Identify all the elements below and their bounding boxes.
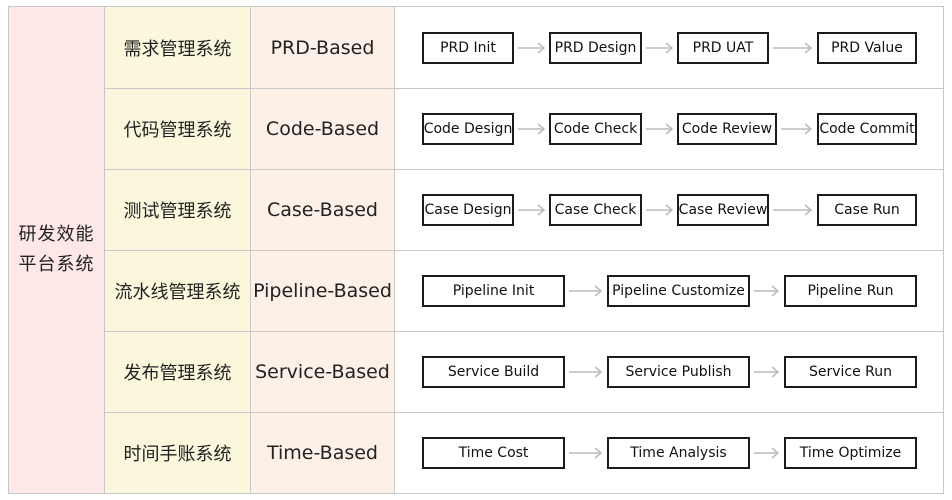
arrow-right-icon	[569, 446, 603, 460]
platform-title-line1: 研发效能	[18, 224, 95, 245]
process-flow: Case Design Case Check Case Review Case …	[395, 170, 943, 250]
arrow-right-icon	[518, 203, 546, 217]
arrow-right-icon	[773, 41, 813, 55]
based-label: Time-Based	[251, 413, 395, 493]
step-box: Time Cost	[422, 437, 565, 469]
step-box: Time Analysis	[607, 437, 750, 469]
step-box: Pipeline Run	[784, 275, 917, 307]
step-box: Code Review	[677, 113, 777, 145]
based-label: Code-Based	[251, 89, 395, 169]
process-flow: Pipeline Init Pipeline Customize Pipelin…	[395, 251, 943, 331]
step-box: PRD Init	[422, 31, 514, 64]
row-time: 时间手账系统 Time-Based Time Cost Time Analysi…	[105, 413, 943, 493]
system-name: 发布管理系统	[105, 332, 251, 412]
process-flow: Service Build Service Publish Service Ru…	[395, 332, 943, 412]
step-box: Case Design	[422, 194, 514, 226]
step-box: Code Check	[549, 113, 642, 145]
step-box: Code Commit	[817, 113, 917, 145]
step-box: Pipeline Customize	[607, 275, 750, 307]
arrow-right-icon	[754, 284, 780, 298]
arrow-right-icon	[569, 284, 603, 298]
system-name: 流水线管理系统	[105, 251, 251, 331]
process-flow: PRD Init PRD Design PRD UAT PRD Value	[395, 7, 943, 88]
step-box: Case Review	[677, 194, 769, 226]
step-box: Pipeline Init	[422, 275, 565, 307]
step-box: Case Check	[549, 194, 642, 226]
arrow-right-icon	[773, 203, 813, 217]
arrow-right-icon	[518, 41, 546, 55]
arrow-right-icon	[754, 365, 780, 379]
arrow-right-icon	[569, 365, 603, 379]
system-name: 代码管理系统	[105, 89, 251, 169]
arrow-right-icon	[754, 446, 780, 460]
step-box: Service Run	[784, 356, 917, 388]
step-box: Time Optimize	[784, 437, 917, 469]
arrow-right-icon	[781, 122, 813, 136]
based-label: Pipeline-Based	[251, 251, 395, 331]
arrow-right-icon	[518, 122, 546, 136]
process-flow: Code Design Code Check Code Review Code …	[395, 89, 943, 169]
step-box: Code Design	[422, 113, 514, 145]
arrow-right-icon	[646, 203, 674, 217]
platform-title-line2: 平台系统	[18, 254, 95, 275]
system-name: 需求管理系统	[105, 7, 251, 88]
step-box: PRD UAT	[677, 31, 769, 64]
step-box: PRD Value	[817, 31, 917, 64]
row-case: 测试管理系统 Case-Based Case Design Case Check…	[105, 170, 943, 251]
arrow-right-icon	[646, 41, 674, 55]
diagram-frame	[8, 6, 944, 494]
based-label: PRD-Based	[251, 7, 395, 88]
system-name: 测试管理系统	[105, 170, 251, 250]
step-box: Service Publish	[607, 356, 750, 388]
row-prd: 需求管理系统 PRD-Based PRD Init PRD Design PRD…	[105, 7, 943, 89]
row-pipeline: 流水线管理系统 Pipeline-Based Pipeline Init Pip…	[105, 251, 943, 332]
platform-cell: 研发效能 平台系统	[9, 7, 105, 493]
system-name: 时间手账系统	[105, 413, 251, 493]
process-flow: Time Cost Time Analysis Time Optimize	[395, 413, 943, 493]
based-label: Service-Based	[251, 332, 395, 412]
based-label: Case-Based	[251, 170, 395, 250]
arrow-right-icon	[646, 122, 674, 136]
row-service: 发布管理系统 Service-Based Service Build Servi…	[105, 332, 943, 413]
step-box: Service Build	[422, 356, 565, 388]
platform-title: 研发效能 平台系统	[17, 220, 97, 280]
step-box: Case Run	[817, 194, 917, 226]
row-code: 代码管理系统 Code-Based Code Design Code Check…	[105, 89, 943, 170]
step-box: PRD Design	[549, 31, 642, 64]
